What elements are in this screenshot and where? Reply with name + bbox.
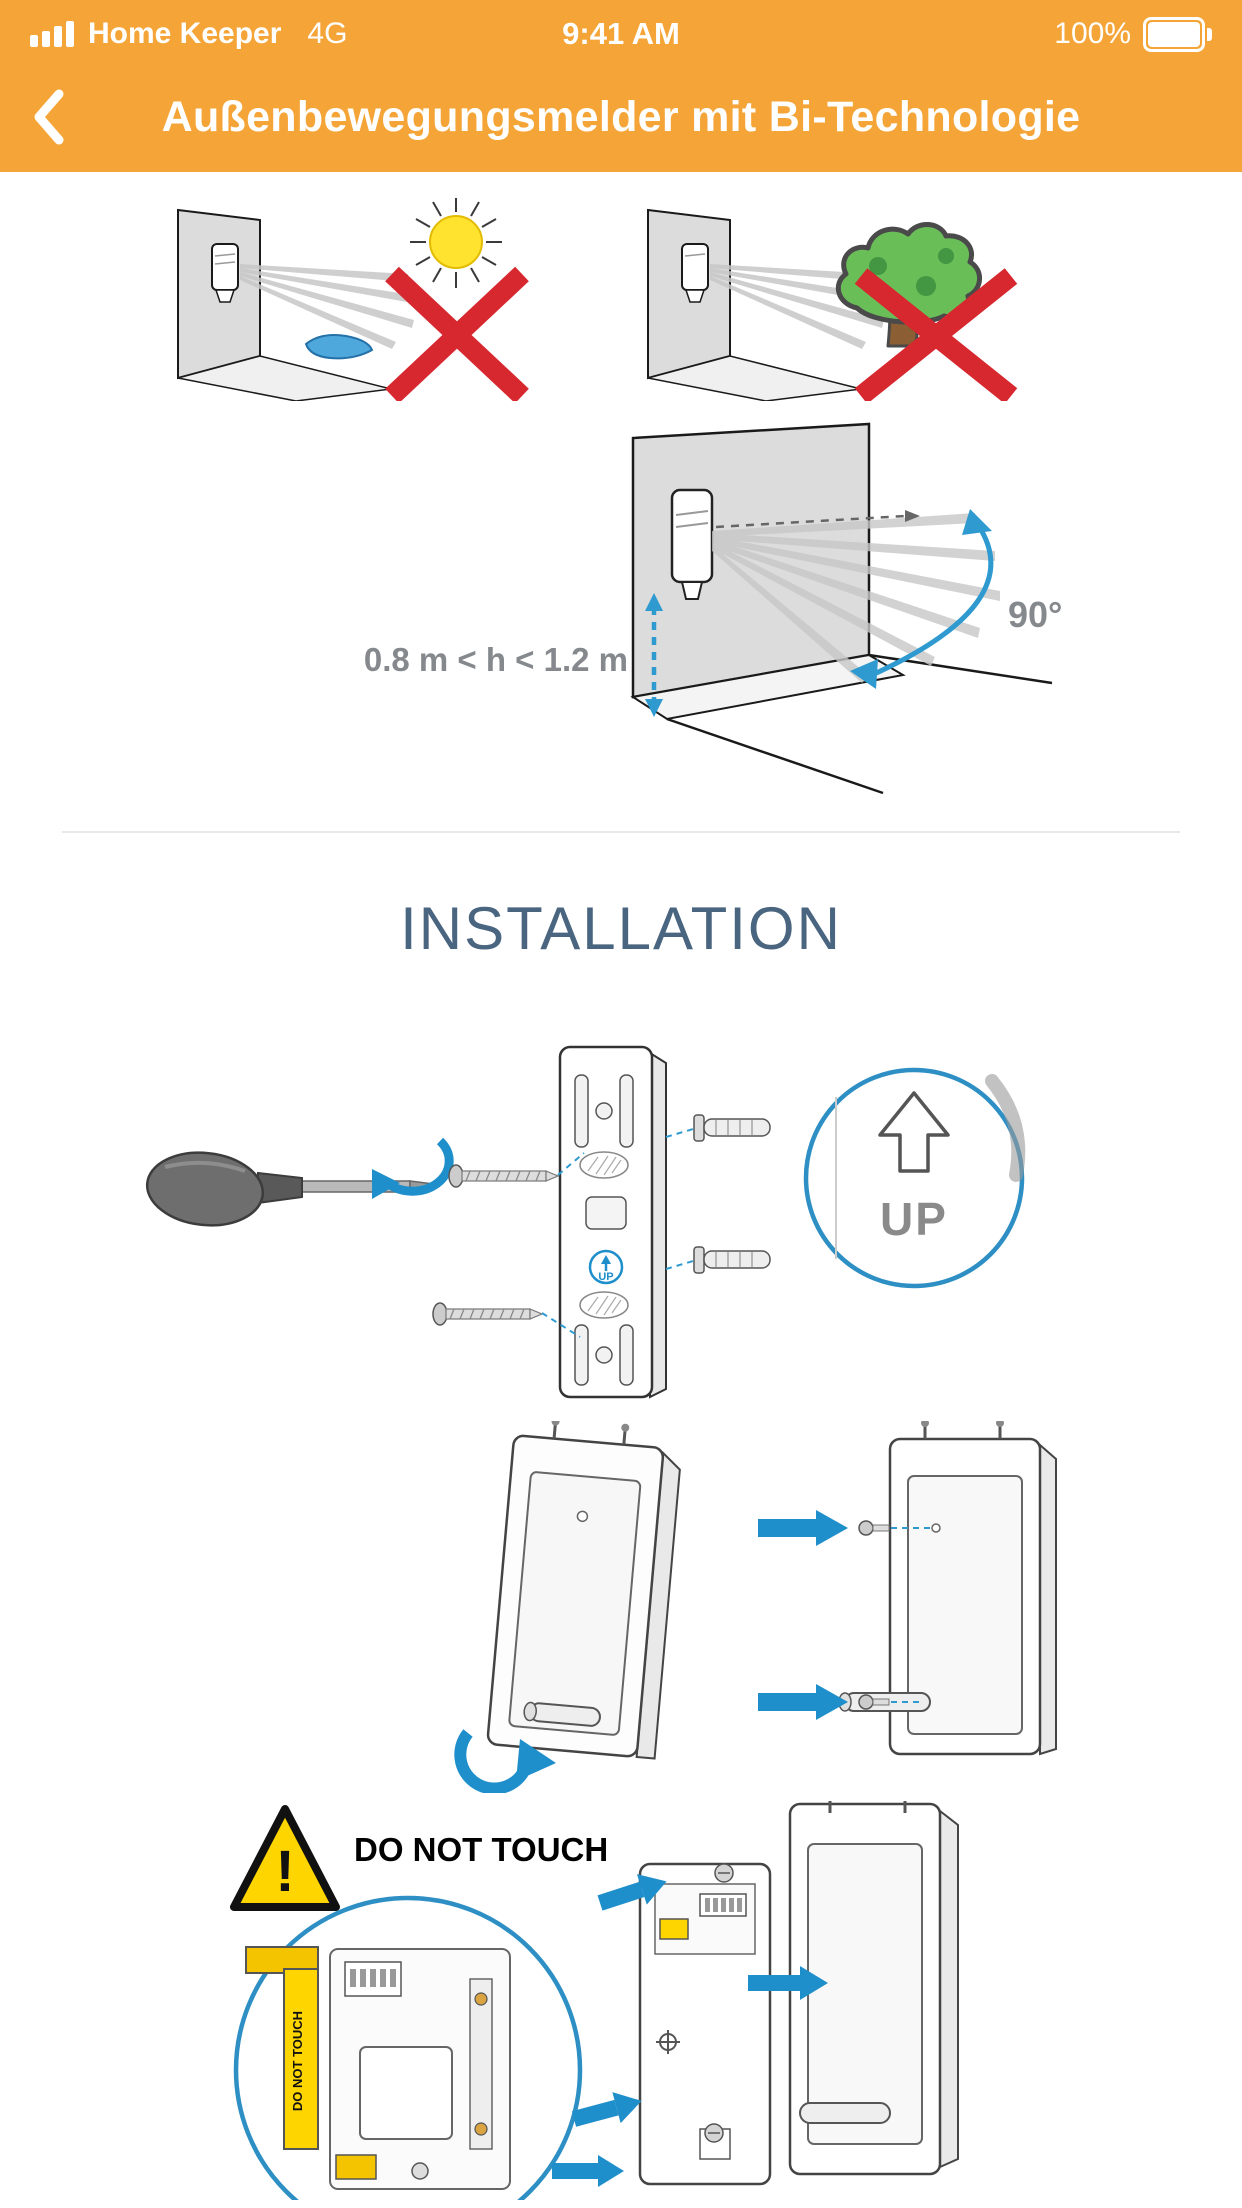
- enclosure: [838, 1421, 1057, 1756]
- magnifier-circle: UP: [803, 1067, 1026, 1289]
- battery-percent-label: 100%: [1054, 17, 1131, 50]
- direction-icon: [552, 2155, 624, 2187]
- app-header: Home Keeper 4G 9:41 AM 100% Außenbewegun…: [0, 0, 1242, 172]
- detector: [670, 488, 714, 600]
- mounting-plate: [558, 1045, 667, 1399]
- navigation-bar: Außenbewegungsmelder mit Bi-Technologie: [0, 62, 1242, 172]
- direction-icon: [748, 1966, 828, 2000]
- beam-fan: [240, 264, 418, 349]
- pcb-module: [638, 1862, 772, 2186]
- page-title: Außenbewegungsmelder mit Bi-Technologie: [161, 92, 1081, 141]
- direction-icon: [571, 2092, 642, 2127]
- diagram-no-vegetation: [647, 208, 1018, 401]
- screw-icon: [858, 1520, 941, 1536]
- screw-icon: [858, 1694, 920, 1710]
- aim-line: [715, 510, 920, 529]
- direction-icon: [597, 1874, 667, 1911]
- wall: [630, 422, 1053, 795]
- direction-icon: [758, 1684, 848, 1720]
- enclosure: [788, 1801, 959, 2176]
- do-not-touch-label: DO NOT TOUCH: [354, 1831, 608, 1868]
- warning-exclamation: !: [275, 1839, 294, 1904]
- wall-anchor-icon: [665, 1246, 771, 1274]
- detector: [681, 243, 709, 303]
- do-not-touch-strip: DO NOT TOUCH: [283, 1968, 319, 2150]
- up-marker: UP: [588, 1249, 624, 1285]
- height-arrow: [645, 593, 663, 717]
- rotate-icon: [372, 1137, 454, 1199]
- screw-icon: [432, 1302, 581, 1338]
- wall-anchor-icon: [665, 1114, 771, 1142]
- beam-fan: [710, 264, 888, 349]
- warning-icon: !: [230, 1805, 340, 1911]
- screwdriver-icon: [145, 1151, 435, 1227]
- magnifier-up-label: UP: [880, 1193, 948, 1245]
- screw-icon: [448, 1152, 585, 1188]
- back-icon: [34, 89, 64, 145]
- detector: [211, 243, 239, 303]
- installation-heading: INSTALLATION: [400, 895, 842, 962]
- enclosure: [486, 1421, 681, 1760]
- star-icon: [656, 2030, 680, 2054]
- direction-icon: [758, 1510, 848, 1546]
- diagram-pcb-warning: ! DO NOT TOUCH: [230, 1801, 959, 2200]
- carrier-label: Home Keeper: [88, 17, 282, 50]
- detail-circle: DO NOT TOUCH: [233, 1895, 583, 2200]
- diagram-plate-mounting: UP: [145, 1045, 1026, 1399]
- prohibited-icon: [385, 266, 529, 401]
- content-scroll[interactable]: 0.8 m < h < 1.2 m 90° INSTALLATION: [0, 172, 1242, 2200]
- rotate-icon: [454, 1729, 556, 1793]
- up-arrow-icon: [878, 1091, 950, 1173]
- status-bar: Home Keeper 4G 9:41 AM 100%: [0, 0, 1242, 62]
- diagram-mounting-height: 0.8 m < h < 1.2 m 90°: [364, 422, 1062, 795]
- section-divider: [62, 831, 1180, 833]
- plate-up-marker-label: UP: [598, 1271, 613, 1283]
- puddle: [304, 334, 374, 360]
- battery-icon: [1143, 16, 1212, 52]
- angle-label: 90°: [1008, 594, 1062, 635]
- prohibited-icon: [854, 268, 1018, 401]
- signal-icon: [30, 21, 74, 47]
- do-not-touch-strip-label: DO NOT TOUCH: [290, 2011, 305, 2111]
- network-label: 4G: [307, 17, 348, 50]
- angle-arc: [850, 509, 994, 689]
- height-label: 0.8 m < h < 1.2 m: [364, 641, 628, 678]
- diagram-no-direct-sunlight: [177, 198, 529, 401]
- diagram-detector-mounting: [454, 1421, 1057, 1793]
- pcb: [245, 1946, 511, 2190]
- sun-icon: [410, 198, 502, 288]
- back-button[interactable]: [26, 84, 72, 150]
- beam-fan: [712, 513, 1000, 683]
